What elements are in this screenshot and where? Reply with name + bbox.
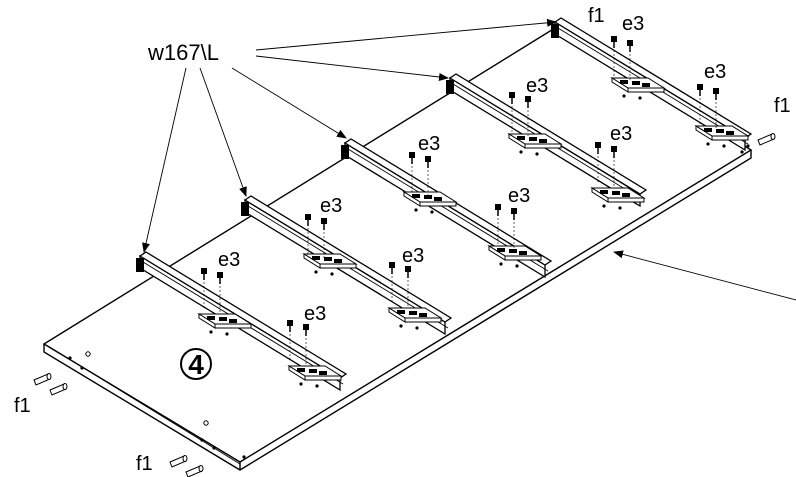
screw-label: e3 (610, 123, 632, 145)
screw-label: e3 (508, 185, 530, 207)
screw-label: e3 (622, 13, 644, 35)
step-number-badge: 4 (180, 348, 212, 380)
panel-board (42, 27, 753, 471)
dowel-label: f1 (14, 395, 31, 417)
screw-label: e3 (402, 245, 424, 267)
screw-label: e3 (526, 75, 548, 97)
dowel-label: f1 (774, 95, 791, 117)
screw-label: e3 (418, 133, 440, 155)
part-labels: w167\L f1 e3 e3 f1 e3 e3 e3 e3 e3 e3 e3 … (14, 5, 791, 475)
dowel-label: f1 (136, 453, 153, 475)
board-holes (68, 144, 750, 459)
screw-label: e3 (218, 249, 240, 271)
screw-label: e3 (320, 195, 342, 217)
runner-label-arrows (142, 18, 796, 301)
dowel-label: f1 (588, 5, 605, 27)
screw-label: e3 (704, 61, 726, 83)
screw-label: e3 (304, 303, 326, 325)
step-number: 4 (188, 349, 204, 380)
runner-label: w167\L (147, 40, 219, 65)
